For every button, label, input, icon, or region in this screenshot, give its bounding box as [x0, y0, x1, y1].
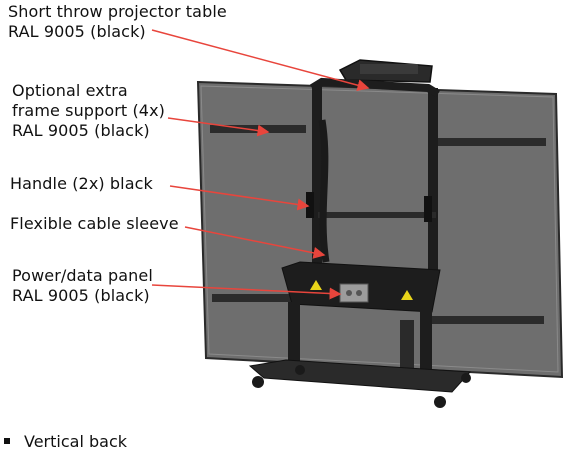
- label-frame-line2: frame support (4x): [12, 101, 165, 120]
- frame-support-top-right: [438, 138, 546, 146]
- label-frame-support: Optional extra frame support (4x) RAL 90…: [12, 81, 165, 141]
- frame-support-bottom-right: [430, 316, 544, 324]
- wheel: [295, 365, 305, 375]
- arrow-handle: [169, 185, 310, 211]
- bullet-text: Vertical back: [24, 432, 127, 451]
- label-projector-line2: RAL 9005 (black): [8, 22, 146, 41]
- label-projector-table: Short throw projector table RAL 9005 (bl…: [8, 2, 227, 42]
- label-sleeve-text: Flexible cable sleeve: [10, 214, 179, 233]
- arrow-projector: [151, 29, 370, 92]
- handle-left: [306, 192, 314, 218]
- wheel: [461, 373, 471, 383]
- warning-sticker-left: [310, 280, 322, 290]
- label-cable-sleeve: Flexible cable sleeve: [10, 214, 179, 234]
- wheel: [434, 396, 446, 408]
- arrow-panel: [151, 284, 342, 300]
- stand-base: [248, 359, 472, 393]
- label-power-data-panel: Power/data panel RAL 9005 (black): [12, 266, 153, 306]
- stand-frame-right-post: [428, 88, 438, 278]
- arrow-sleeve: [184, 226, 326, 259]
- label-panel-line2: RAL 9005 (black): [12, 286, 150, 305]
- warning-sticker-right: [401, 290, 413, 300]
- handle-right: [424, 196, 432, 222]
- label-handle-text: Handle (2x) black: [10, 174, 153, 193]
- stand-frame-left-post: [312, 84, 322, 274]
- label-projector-line1: Short throw projector table: [8, 2, 227, 21]
- label-frame-line1: Optional extra: [12, 81, 128, 100]
- arrow-frame: [167, 117, 270, 137]
- wheel: [252, 376, 264, 388]
- label-handle: Handle (2x) black: [10, 174, 153, 194]
- label-frame-line3: RAL 9005 (black): [12, 121, 150, 140]
- label-panel-line1: Power/data panel: [12, 266, 153, 285]
- power-data-panel: [339, 283, 369, 303]
- bullet-square-icon: [4, 437, 10, 444]
- cable-sleeve: [318, 119, 330, 263]
- frame-support-bottom-left: [212, 294, 308, 302]
- bullet-item: Vertical back: [4, 432, 127, 451]
